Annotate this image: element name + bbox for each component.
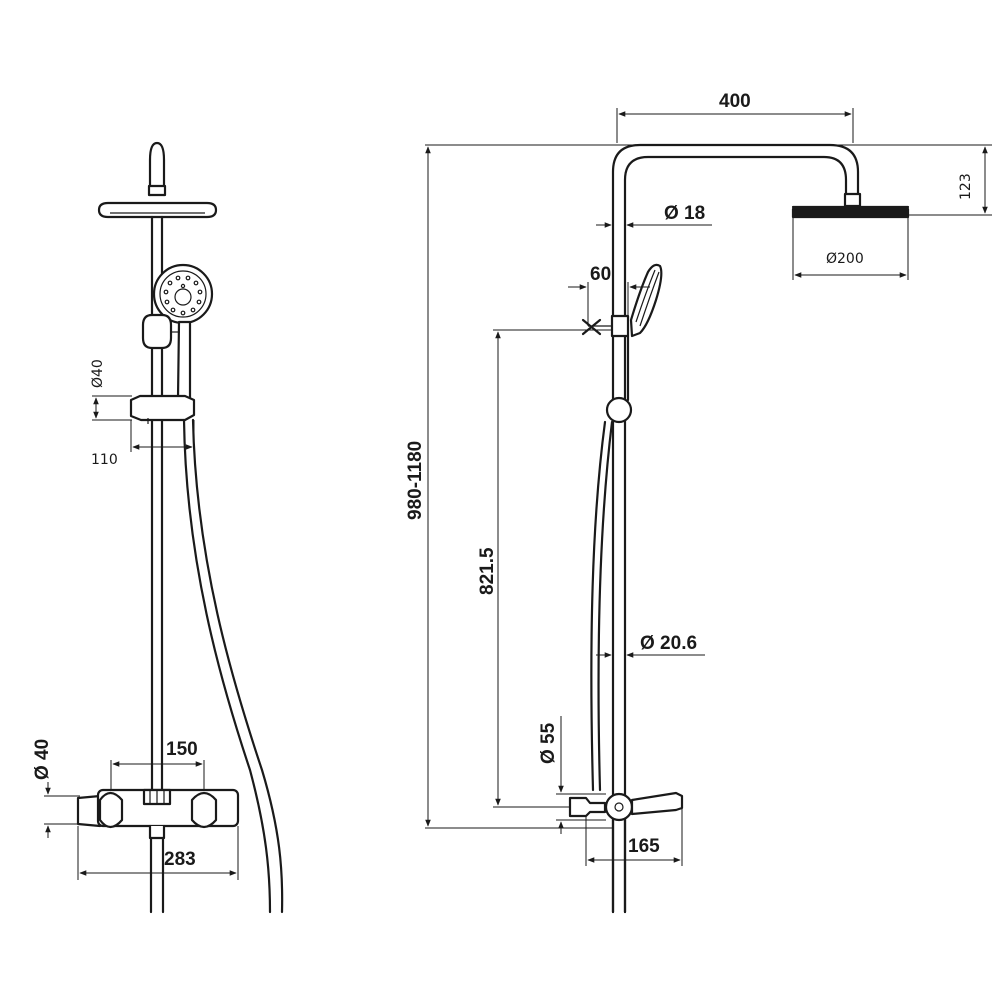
- dim-spout-length-label: 165: [628, 836, 660, 857]
- right-side-view: 400 123 Ø200 Ø 18 60: [405, 91, 992, 914]
- sliding-bracket: [129, 394, 196, 422]
- shower-hose-inner: [182, 418, 272, 914]
- left-front-view: Ø40 110 Ø 40 150 283: [32, 141, 284, 914]
- dim-riser-diameter-label: Ø 20.6: [640, 633, 697, 654]
- dim-arm-tube-diameter: Ø 18: [596, 203, 712, 228]
- dim-hand-offset-label: 60: [590, 264, 611, 285]
- dim-inlet-spacing-label: 150: [166, 739, 198, 760]
- mixer-handle-right: [190, 791, 218, 829]
- dim-spout-length: 165: [585, 808, 683, 866]
- hose-side-outer: [597, 420, 614, 792]
- dim-hand-shower-diameter-label: Ø40: [90, 359, 106, 388]
- dim-bracket-width-label: 110: [91, 452, 118, 468]
- dim-inlet-diameter: Ø 40: [32, 739, 80, 838]
- hand-shower-face: [152, 263, 214, 325]
- dim-head-drop: 123: [425, 144, 992, 216]
- hose-side-inner: [590, 420, 607, 792]
- dim-arm-length-label: 400: [719, 91, 751, 112]
- dim-mixer-width: 283: [77, 826, 239, 880]
- head-connector-knob: [148, 141, 166, 197]
- dim-inlet-spacing: 150: [110, 739, 205, 790]
- side-holder-cross: [581, 318, 602, 336]
- dim-arm-length: 400: [616, 91, 854, 143]
- side-holder: [610, 314, 630, 338]
- hand-shower-handle: [176, 320, 192, 400]
- dim-arm-tube-diameter-label: Ø 18: [664, 203, 705, 224]
- upper-holder: [141, 313, 173, 350]
- mixer-body-side: [604, 792, 634, 822]
- head-swivel-nut: [147, 184, 167, 197]
- dim-mixer-body-diameter: Ø 55: [538, 716, 606, 834]
- dim-inlet-diameter-label: Ø 40: [32, 739, 53, 780]
- overhead-shower-head: [97, 201, 218, 219]
- dim-mixer-width-label: 283: [164, 849, 196, 870]
- dim-head-diameter-label: Ø200: [826, 251, 864, 267]
- mixer-inlet-side: [568, 796, 607, 818]
- shower-hose-outer: [191, 418, 284, 914]
- dim-total-height: 980-1180: [405, 146, 612, 829]
- dim-bracket-width: 110: [91, 420, 195, 468]
- overhead-arm-inner: [623, 155, 848, 914]
- dim-hand-offset: 60: [568, 264, 650, 326]
- mixer-handle-left: [98, 791, 124, 829]
- mixer-bar-left: [76, 794, 102, 828]
- hand-shower-side: [629, 263, 663, 338]
- dim-mixer-to-bracket-label: 821.5: [477, 547, 498, 595]
- mixer-outlet: [148, 824, 166, 840]
- dim-head-diameter: Ø200: [792, 217, 909, 280]
- dim-mixer-to-bracket: 821.5: [477, 329, 612, 808]
- head-joint: [843, 192, 862, 208]
- mixer-spout: [630, 791, 684, 816]
- overhead-head-side: [791, 207, 910, 219]
- sliding-bracket-side: [605, 396, 633, 424]
- dim-hand-shower-diameter: Ø40: [90, 359, 132, 421]
- dim-head-drop-label: 123: [958, 173, 974, 200]
- dim-mixer-body-diameter-label: Ø 55: [538, 722, 559, 764]
- dim-total-height-label: 980-1180: [405, 441, 426, 520]
- dim-riser-diameter: Ø 20.6: [596, 633, 705, 658]
